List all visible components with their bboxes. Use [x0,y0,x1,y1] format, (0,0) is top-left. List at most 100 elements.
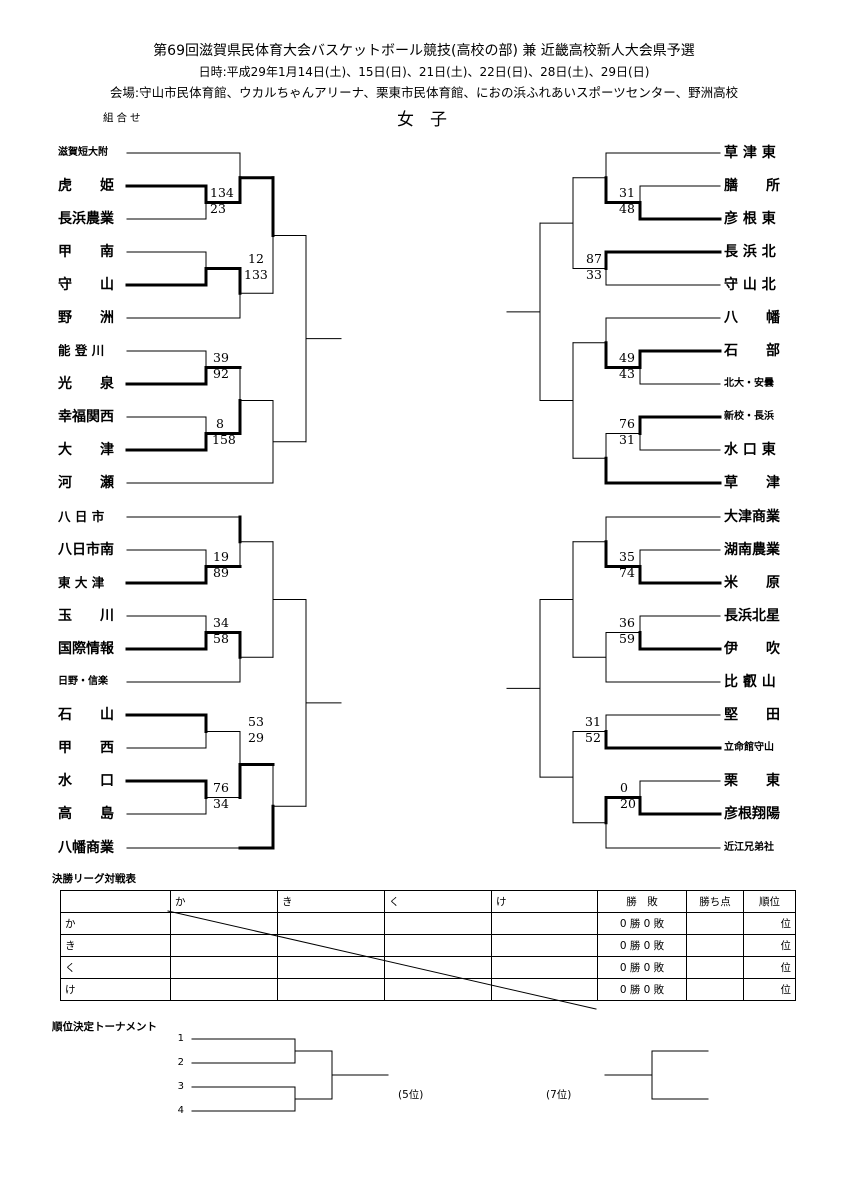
fifth-place-label: (5位) [398,1089,424,1101]
placing-seed: 2 [177,1057,184,1068]
team-name: 彦根翔陽 [724,806,780,822]
team-name: 大 津 [58,442,114,458]
league-cell [491,912,598,935]
match-score: 39 [213,350,229,365]
team-name: 日野・信楽 [58,676,108,687]
match-score: 76 [213,780,229,795]
league-cell [384,956,492,979]
league-col-ku: く [384,890,492,913]
league-cell [277,956,385,979]
team-name: 野 洲 [58,310,114,326]
team-name: 八日市南 [58,542,114,558]
league-row-rank: 位 [743,956,796,979]
league-row-record: 0 勝 0 敗 [597,934,687,957]
team-name: 長 浜 北 [724,244,776,260]
team-name: 膳 所 [724,178,780,194]
league-cell [170,934,278,957]
league-cell [491,956,598,979]
league-cell [170,912,278,935]
match-score: 23 [210,201,226,216]
seventh-place-label: (7位) [546,1089,572,1101]
match-score: 133 [244,267,268,282]
match-score: 34 [213,615,229,630]
league-col-points: 勝ち点 [686,890,744,913]
league-row-points [686,956,744,979]
placing-seed: 3 [177,1081,184,1092]
league-cell [277,978,385,1001]
team-name: 高 島 [58,806,114,822]
team-name: 近江兄弟社 [724,842,774,853]
league-row-rank: 位 [743,934,796,957]
team-name: 玉 川 [58,608,114,624]
match-score: 58 [213,631,229,646]
team-name: 伊 吹 [724,641,780,657]
placing-seed: 4 [177,1105,184,1116]
team-name: 新校・長浜 [724,411,774,422]
tournament-venues: 会場:守山市民体育館、ウカルちゃんアリーナ、栗東市民体育館、におの浜ふれあいスポ… [109,85,739,100]
league-corner-cell [60,890,171,913]
team-name: 河 瀬 [58,475,114,491]
bracket-label: 組合せ [103,112,144,124]
match-score: 74 [619,565,635,580]
league-col-ke: け [491,890,598,913]
match-score: 31 [619,432,635,447]
team-name: 光 泉 [58,376,114,392]
match-score: 134 [210,185,234,200]
match-score: 0 [620,780,628,795]
team-name: 大津商業 [724,509,780,525]
league-row-points [686,978,744,1001]
league-cell [170,978,278,1001]
league-row-rank: 位 [743,978,796,1001]
team-name: 八 幡 [724,310,780,326]
league-col-rank: 順位 [743,890,796,913]
match-score: 43 [619,366,635,381]
category-label: 女子 [397,110,463,130]
team-name: 立命館守山 [724,742,774,753]
team-name: 北大・安曇 [724,378,774,389]
match-score: 36 [619,615,635,630]
tournament-title: 第69回滋賀県民体育大会バスケットボール競技(高校の部) 兼 近畿高校新人大会県… [153,43,695,59]
team-name: 守 山 [58,277,114,293]
league-row-record: 0 勝 0 敗 [597,956,687,979]
league-col-record: 勝 敗 [597,890,687,913]
league-col-ki: き [277,890,385,913]
team-name: 滋賀短大附 [58,147,108,158]
team-name: 堅 田 [724,707,780,723]
league-row-team: か [60,912,171,935]
league-row-team: く [60,956,171,979]
league-row: く 0 勝 0 敗 位 [60,956,796,979]
league-row-record: 0 勝 0 敗 [597,912,687,935]
match-score: 31 [585,714,601,729]
league-cell [277,934,385,957]
match-score: 89 [213,565,229,580]
team-name: 水 口 [58,773,114,789]
league-cell [170,956,278,979]
league-cell [277,912,385,935]
placing-tournament-title: 順位決定トーナメント [52,1021,157,1033]
team-name: 石 山 [58,707,114,723]
match-score: 34 [213,796,229,811]
league-cell [384,912,492,935]
match-score: 33 [586,267,602,282]
team-name: 甲 西 [58,740,114,756]
match-score: 19 [213,549,229,564]
final-league-title: 決勝リーグ対戦表 [52,873,136,885]
team-name: 長浜北星 [724,608,780,624]
match-score: 87 [586,251,602,266]
team-name: 草 津 東 [724,145,776,161]
team-name: 湖南農業 [724,542,780,558]
league-col-ka: か [170,890,278,913]
team-name: 東 大 津 [58,575,105,590]
league-row-record: 0 勝 0 敗 [597,978,687,1001]
team-name: 幸福関西 [58,409,114,425]
final-league-table: か き く け 勝 敗 勝ち点 順位 か 0 勝 0 敗 位 き 0 勝 0 敗… [60,890,796,1001]
match-score: 8 [216,416,224,431]
league-cell [491,978,598,1001]
tournament-dates: 日時:平成29年1月14日(土)、15日(日)、21日(土)、22日(日)、28… [198,65,650,79]
match-score: 20 [620,796,636,811]
match-score: 12 [248,251,264,266]
league-cell [384,978,492,1001]
league-row-rank: 位 [743,912,796,935]
team-name: 栗 東 [724,773,780,789]
league-row: き 0 勝 0 敗 位 [60,934,796,957]
